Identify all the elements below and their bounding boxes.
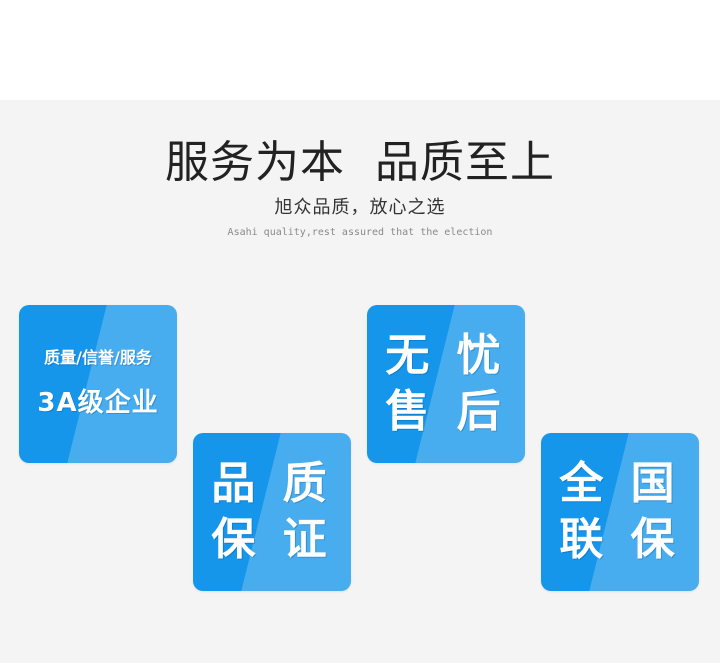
badge-card-quality-guarantee: 品 质 保 证 <box>193 433 351 591</box>
badge-card-worry-free-aftersales: 无 忧 售 后 <box>367 305 525 463</box>
english-tagline: Asahi quality,rest assured that the elec… <box>227 227 493 238</box>
badge-card-3a-enterprise: 质量/信誉/服务 3A级企业 <box>19 305 177 463</box>
badge-card-national-warranty: 全 国 联 保 <box>541 433 699 591</box>
badge-card-line1: 质量/信誉/服务 <box>44 348 152 367</box>
badge-card-line1: 品 质 <box>211 458 333 509</box>
badge-card-line2: 保 证 <box>211 514 333 565</box>
badge-card-line2: 联 保 <box>559 514 681 565</box>
badge-card-line2: 售 后 <box>385 386 507 437</box>
headline: 服务为本 品质至上 <box>165 137 555 188</box>
top-white-band <box>0 0 720 100</box>
badge-card-line2: 3A级企业 <box>37 388 159 418</box>
badge-card-line1: 无 忧 <box>385 330 507 381</box>
badge-card-line1: 全 国 <box>559 458 681 509</box>
subheadline: 旭众品质，放心之选 <box>274 197 446 218</box>
